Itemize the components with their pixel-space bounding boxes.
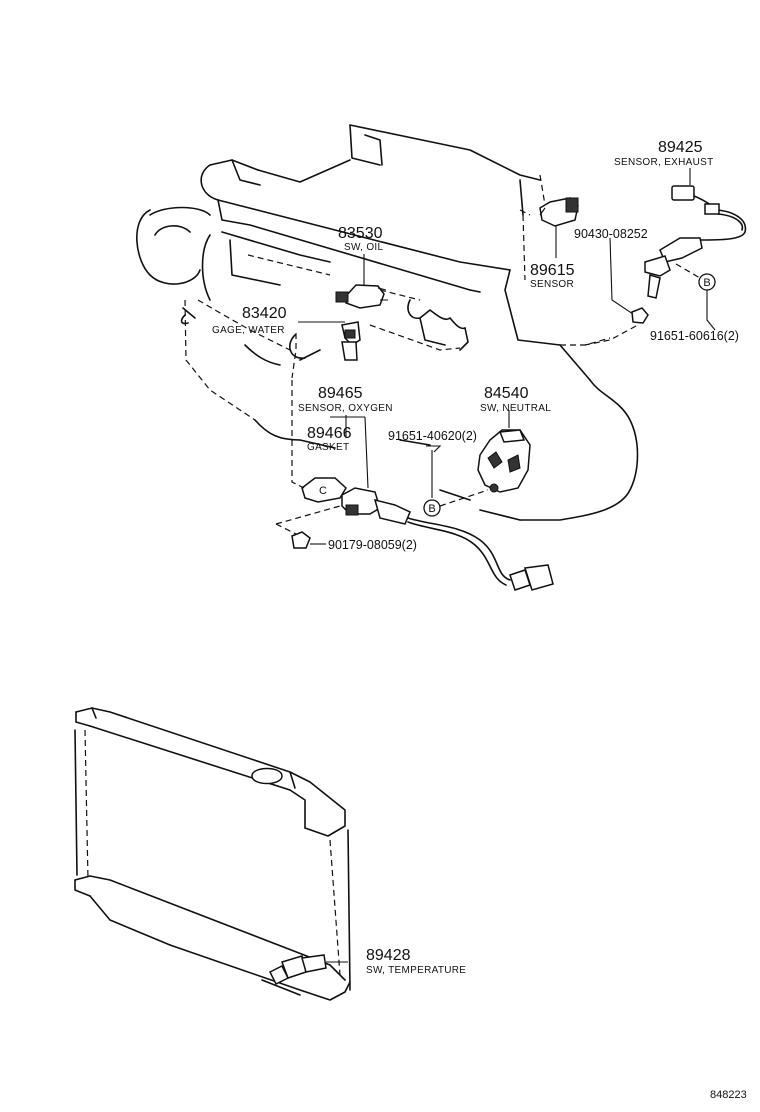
label-91651-60616: 91651-60616(2) — [650, 329, 739, 343]
diagram-code: 848223 — [710, 1089, 747, 1101]
label-89465: 89465 SENSOR, OXYGEN — [298, 385, 393, 414]
callout-b2-label: B — [428, 503, 435, 515]
part-number-89465: 89465 — [318, 385, 363, 402]
part-number-89428: 89428 — [366, 947, 411, 964]
neutral-switch-drawing: B — [423, 410, 531, 517]
part-name-89428: SW, TEMPERATURE — [366, 965, 466, 976]
part-name-89465: SENSOR, OXYGEN — [298, 403, 393, 414]
label-89615: 89615 SENSOR — [530, 262, 575, 290]
label-83530: 83530 SW, OIL — [338, 225, 383, 253]
label-90430: 90430-08252 — [574, 227, 648, 241]
label-89428: 89428 SW, TEMPERATURE — [366, 947, 466, 976]
label-90179: 90179-08059(2) — [328, 538, 417, 552]
part-name-89615: SENSOR — [530, 279, 574, 290]
part-number-89466: 89466 — [307, 425, 352, 442]
part-number-84540: 84540 — [484, 385, 529, 402]
part-number-90179: 90179-08059(2) — [328, 538, 417, 552]
engine-block-drawing — [136, 124, 639, 521]
label-89425: 89425 SENSOR, EXHAUST — [614, 139, 714, 168]
part-number-89425: 89425 — [658, 139, 703, 156]
part-number-89615: 89615 — [530, 262, 575, 279]
sensor-89615-drawing — [539, 197, 579, 258]
callout-c-label: C — [319, 485, 327, 497]
part-number-91651-60616: 91651-60616(2) — [650, 329, 739, 343]
callout-b-label: B — [703, 277, 710, 289]
water-gage-drawing — [291, 321, 361, 379]
oxygen-sensor-drawing: C — [275, 380, 554, 591]
part-number-83530: 83530 — [338, 225, 383, 242]
label-89466: 89466 GASKET — [307, 425, 352, 453]
radiator-drawing — [74, 707, 351, 1001]
label-84540: 84540 SW, NEUTRAL — [480, 385, 551, 414]
oil-switch-drawing — [335, 254, 388, 309]
part-name-84540: SW, NEUTRAL — [480, 403, 551, 414]
part-name-89425: SENSOR, EXHAUST — [614, 157, 714, 168]
part-number-90430: 90430-08252 — [574, 227, 648, 241]
part-number-83420: 83420 — [242, 305, 287, 322]
part-number-91651-40620: 91651-40620(2) — [388, 429, 477, 443]
label-83420: 83420 GAGE, WATER — [212, 305, 287, 336]
exhaust-sensor-drawing: B — [584, 168, 747, 346]
part-name-83530: SW, OIL — [344, 242, 383, 253]
part-name-83420: GAGE, WATER — [212, 325, 285, 336]
part-name-89466: GASKET — [307, 442, 349, 453]
label-91651-40620: 91651-40620(2) — [388, 429, 477, 443]
